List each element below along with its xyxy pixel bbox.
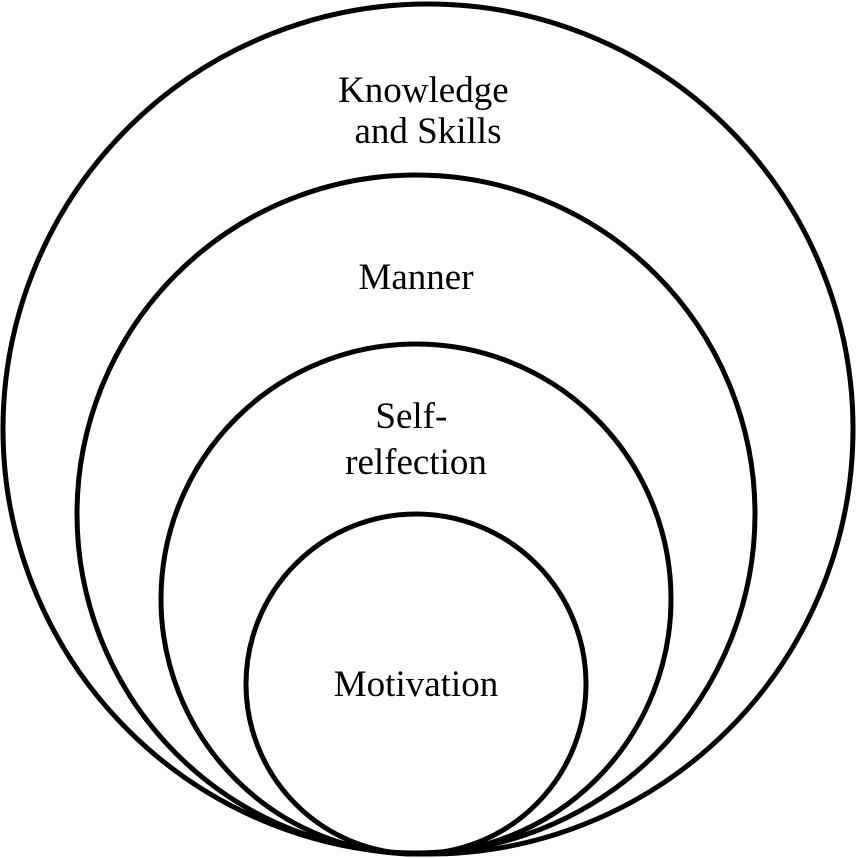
- label-self-relfection: Self- relfection: [345, 396, 487, 483]
- label-knowledge-and-skills: Knowledge and Skills: [338, 70, 518, 152]
- label-motivation: Motivation: [334, 664, 498, 705]
- label-manner: Manner: [358, 257, 473, 298]
- label-self-relfection-line-1: Self-: [375, 396, 447, 437]
- label-manner-line-1: Manner: [358, 257, 473, 298]
- label-knowledge-and-skills-line-2: and Skills: [355, 111, 502, 152]
- label-motivation-line-1: Motivation: [334, 664, 498, 705]
- label-knowledge-and-skills-line-1: Knowledge: [338, 70, 509, 111]
- ring-motivation: [243, 511, 589, 857]
- label-self-relfection-line-2: relfection: [345, 442, 487, 483]
